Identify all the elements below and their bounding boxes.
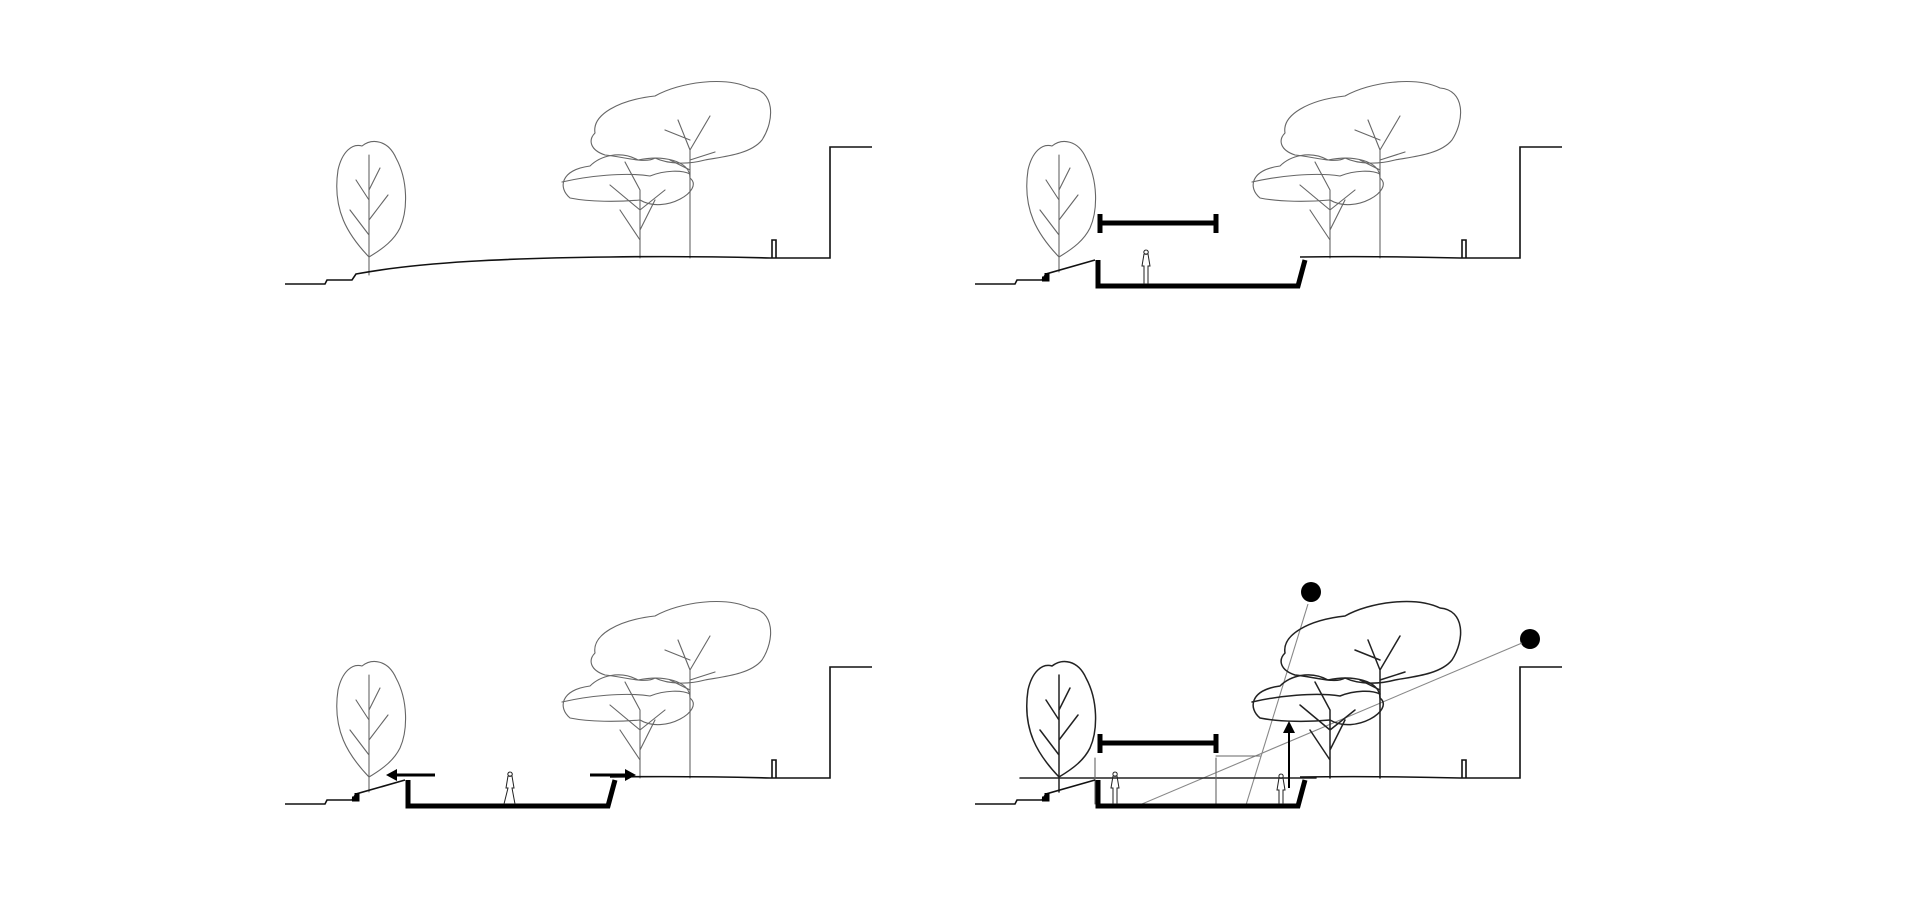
small-tree <box>1026 660 1097 793</box>
ground-line <box>975 259 1096 285</box>
retaining-step <box>1042 793 1050 802</box>
large-tree <box>561 601 772 779</box>
section-circulation <box>285 601 872 809</box>
panel-existing-site <box>270 60 890 320</box>
sun-low <box>1520 629 1540 649</box>
panel-light-and-views <box>960 580 1580 840</box>
arrow-left <box>386 769 435 781</box>
arrow-up <box>1283 721 1295 788</box>
large-tree <box>561 81 772 259</box>
small-tree <box>1026 140 1097 273</box>
excavated-floor <box>1095 779 1308 809</box>
panel-circulation <box>270 580 890 840</box>
panel-sunken-volume <box>960 60 1580 320</box>
section-light-and-views <box>975 582 1562 809</box>
bollard <box>1461 759 1467 778</box>
roof-slab <box>1097 214 1219 233</box>
large-tree <box>1251 81 1462 259</box>
retaining-step <box>1042 273 1050 282</box>
excavated-floor <box>1095 259 1308 289</box>
glazing-mullion-right <box>1215 755 1261 805</box>
excavated-floor <box>405 779 618 809</box>
ground-line <box>285 779 406 805</box>
ground-line <box>285 146 872 285</box>
bollard <box>1461 239 1467 258</box>
light-ray-steep <box>1245 603 1309 806</box>
sun-high <box>1301 582 1321 602</box>
small-tree <box>336 140 407 276</box>
small-tree <box>336 660 407 793</box>
person-right <box>1276 773 1286 804</box>
ground-line <box>975 779 1096 805</box>
person <box>1141 249 1151 284</box>
person-left <box>1110 771 1120 804</box>
retaining-step <box>352 793 360 802</box>
person <box>503 771 516 805</box>
section-sunken-volume <box>975 81 1562 289</box>
bollard <box>771 239 777 258</box>
arrow-right <box>590 769 636 781</box>
light-ray-shallow <box>1141 642 1523 805</box>
section-existing-site <box>285 81 872 285</box>
roof-slab <box>1097 734 1219 753</box>
large-tree <box>1251 600 1462 779</box>
bollard <box>771 759 777 778</box>
